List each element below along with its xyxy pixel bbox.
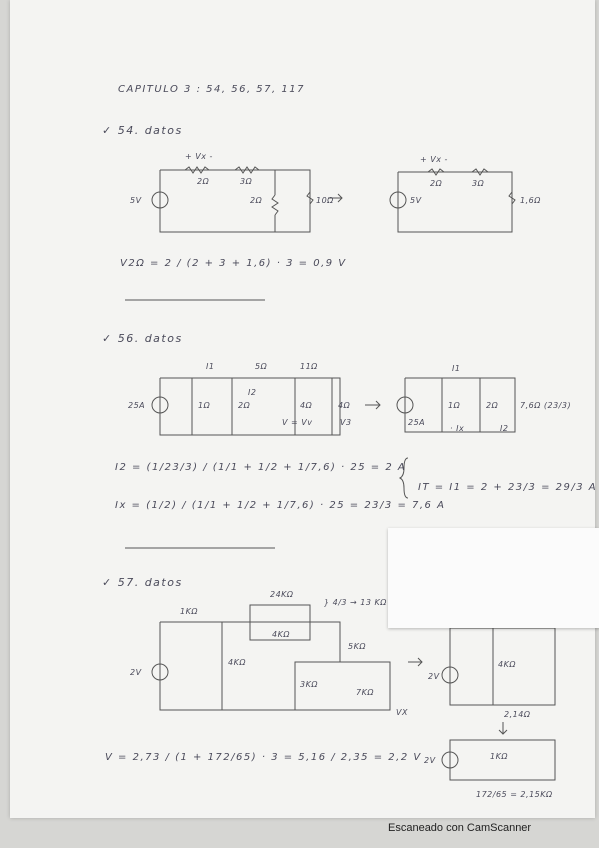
label-r10: 10Ω: [316, 196, 334, 205]
scanned-page: CAPITULO 3 : 54, 56, 57, 117 ✓ 54. datos…: [10, 0, 599, 818]
problem-56-title: ✓ 56. datos: [102, 332, 183, 345]
label-r3b: 3Ω: [472, 179, 485, 188]
label-vx2: + Vx -: [420, 155, 448, 164]
label-r2: 2Ω: [197, 177, 210, 186]
label-vx-57: VX: [396, 708, 408, 717]
label-r1k: 1KΩ: [180, 607, 198, 616]
problem-54-title: ✓ 54. datos: [102, 124, 183, 137]
label-vv: V = Vv: [282, 418, 313, 427]
label-i2: I2: [248, 388, 257, 397]
label-r2b-56: 2Ω: [486, 401, 499, 410]
label-r214: 2,14Ω: [504, 710, 531, 719]
label-r4: 4Ω: [300, 401, 313, 410]
label-r5: 5Ω: [255, 362, 268, 371]
equation-56-1: I2 = (1/23/3) / (1/1 + 1/2 + 1/7,6) · 25…: [115, 462, 407, 473]
label-r2c: 2Ω: [430, 179, 443, 188]
label-req-56: 7,6Ω (23/3): [520, 401, 572, 410]
label-r1: 1Ω: [198, 401, 211, 410]
label-source-56: 25A: [128, 401, 146, 410]
label-r4k: 4KΩ: [272, 630, 290, 639]
label-source2: 5V: [410, 196, 422, 205]
label-source3-57: 2V: [424, 756, 436, 765]
label-req-57: 172/65 = 2,15KΩ: [476, 790, 553, 799]
label-source-57: 2V: [130, 668, 142, 677]
label-r24k: 24KΩ: [270, 590, 294, 599]
label-r7k: 7KΩ: [356, 688, 374, 697]
label-source2-56: 25A: [408, 418, 426, 427]
label-v3: V3: [340, 418, 352, 427]
label-r2-56: 2Ω: [238, 401, 251, 410]
label-r4b: 4Ω: [338, 401, 351, 410]
equation-56-3: IT = I1 = 2 + 23/3 = 29/3 A: [418, 482, 598, 493]
label-source: 5V: [130, 196, 142, 205]
label-frac: } 4/3 → 13 KΩ: [324, 598, 387, 607]
equation-54: V2Ω = 2 / (2 + 3 + 1,6) · 3 = 0,9 V: [120, 258, 347, 269]
label-i2b: I2: [500, 424, 509, 433]
label-r1b: 1Ω: [448, 401, 461, 410]
label-ix: · Ix: [450, 424, 465, 433]
label-r4kc: 4KΩ: [498, 660, 516, 669]
label-r2b: 2Ω: [250, 196, 263, 205]
paper-overlay: [388, 528, 599, 628]
label-r1kb: 1KΩ: [490, 752, 508, 761]
label-r5k: 5KΩ: [348, 642, 366, 651]
label-i1b: I1: [452, 364, 461, 373]
equation-57: V = 2,73 / (1 + 172/65) · 3 = 5,16 / 2,3…: [105, 752, 422, 763]
label-r4kb: 4KΩ: [228, 658, 246, 667]
label-r11: 11Ω: [300, 362, 318, 371]
label-r3k: 3KΩ: [300, 680, 318, 689]
circuit-drawings: [125, 166, 556, 781]
label-r3: 3Ω: [240, 177, 253, 186]
label-i1: I1: [206, 362, 215, 371]
label-req: 1,6Ω: [520, 196, 541, 205]
scanner-footer: Escaneado con CamScanner: [388, 822, 532, 834]
label-source2-57: 2V: [428, 672, 440, 681]
page-header: CAPITULO 3 : 54, 56, 57, 117: [118, 84, 305, 95]
equation-56-2: Ix = (1/2) / (1/1 + 1/2 + 1/7,6) · 25 = …: [115, 500, 446, 511]
label-vx: + Vx -: [185, 152, 213, 161]
problem-57-title: ✓ 57. datos: [102, 576, 183, 589]
